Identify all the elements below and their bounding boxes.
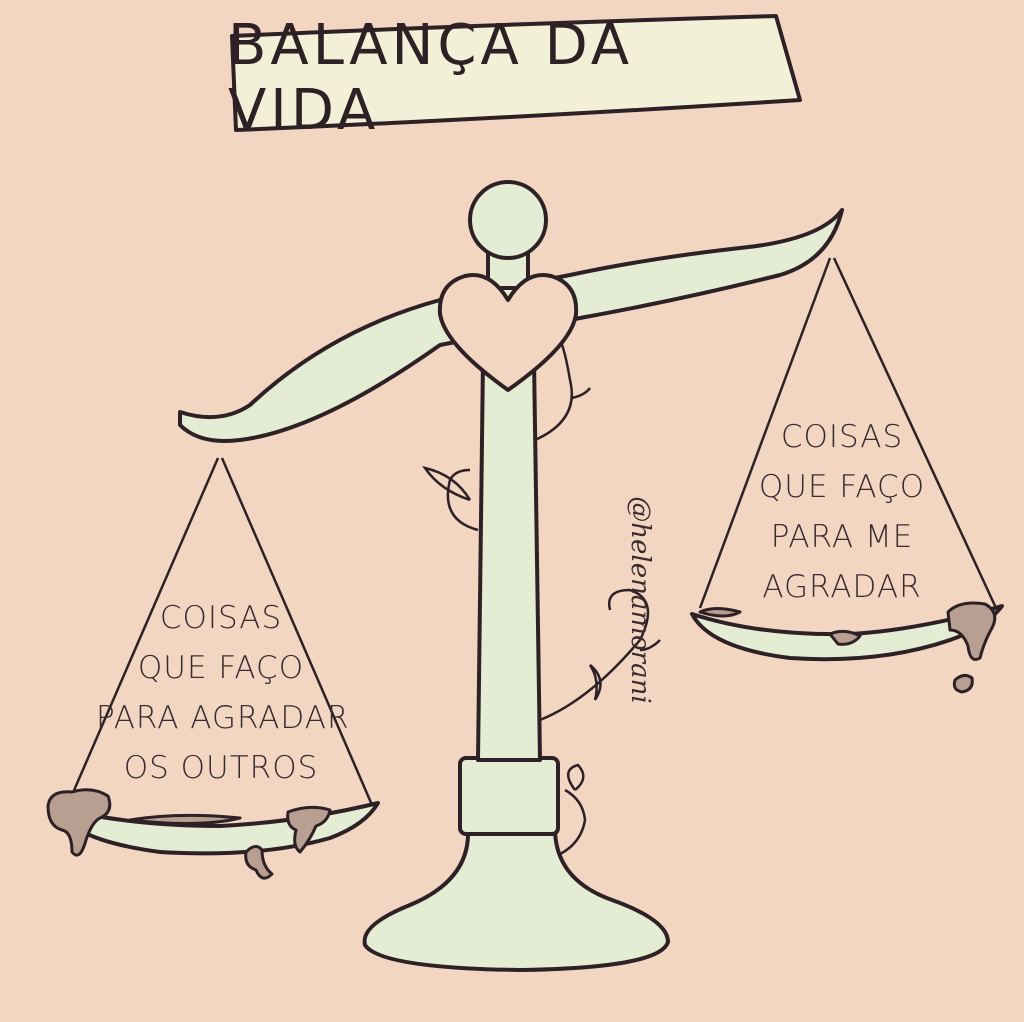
page-title: BALANÇA DA VIDA <box>228 13 634 143</box>
right-pan-strings <box>698 257 998 609</box>
right-pan-line: PARA ME <box>770 519 914 555</box>
left-pan-line: COISAS <box>159 600 283 636</box>
scale-knob <box>468 180 548 260</box>
artist-signature: @helenamorani <box>625 496 655 704</box>
left-pan-line: QUE FAÇO <box>137 650 305 686</box>
right-pan-drips <box>698 601 997 694</box>
scale-base <box>362 828 670 972</box>
left-pan-label: COISAS QUE FAÇO PARA AGRADAR OS OUTROS <box>96 593 350 793</box>
left-pan-line: PARA AGRADAR <box>96 700 350 736</box>
heart-icon <box>437 273 579 392</box>
scale-collar <box>458 756 560 836</box>
left-pan-strings <box>70 457 374 806</box>
right-pan-line: QUE FAÇO <box>758 469 926 505</box>
vines <box>422 339 661 862</box>
left-pan-line: OS OUTROS <box>123 750 319 786</box>
right-pan-label: COISAS QUE FAÇO PARA ME AGRADAR <box>722 412 962 612</box>
title-banner-shape <box>230 14 802 132</box>
left-pan-drips <box>46 788 332 880</box>
title-banner: BALANÇA DA VIDA <box>228 13 798 143</box>
right-pan-line: COISAS <box>780 419 904 455</box>
right-pan-line: AGRADAR <box>762 569 922 605</box>
scale-pole <box>476 358 542 762</box>
